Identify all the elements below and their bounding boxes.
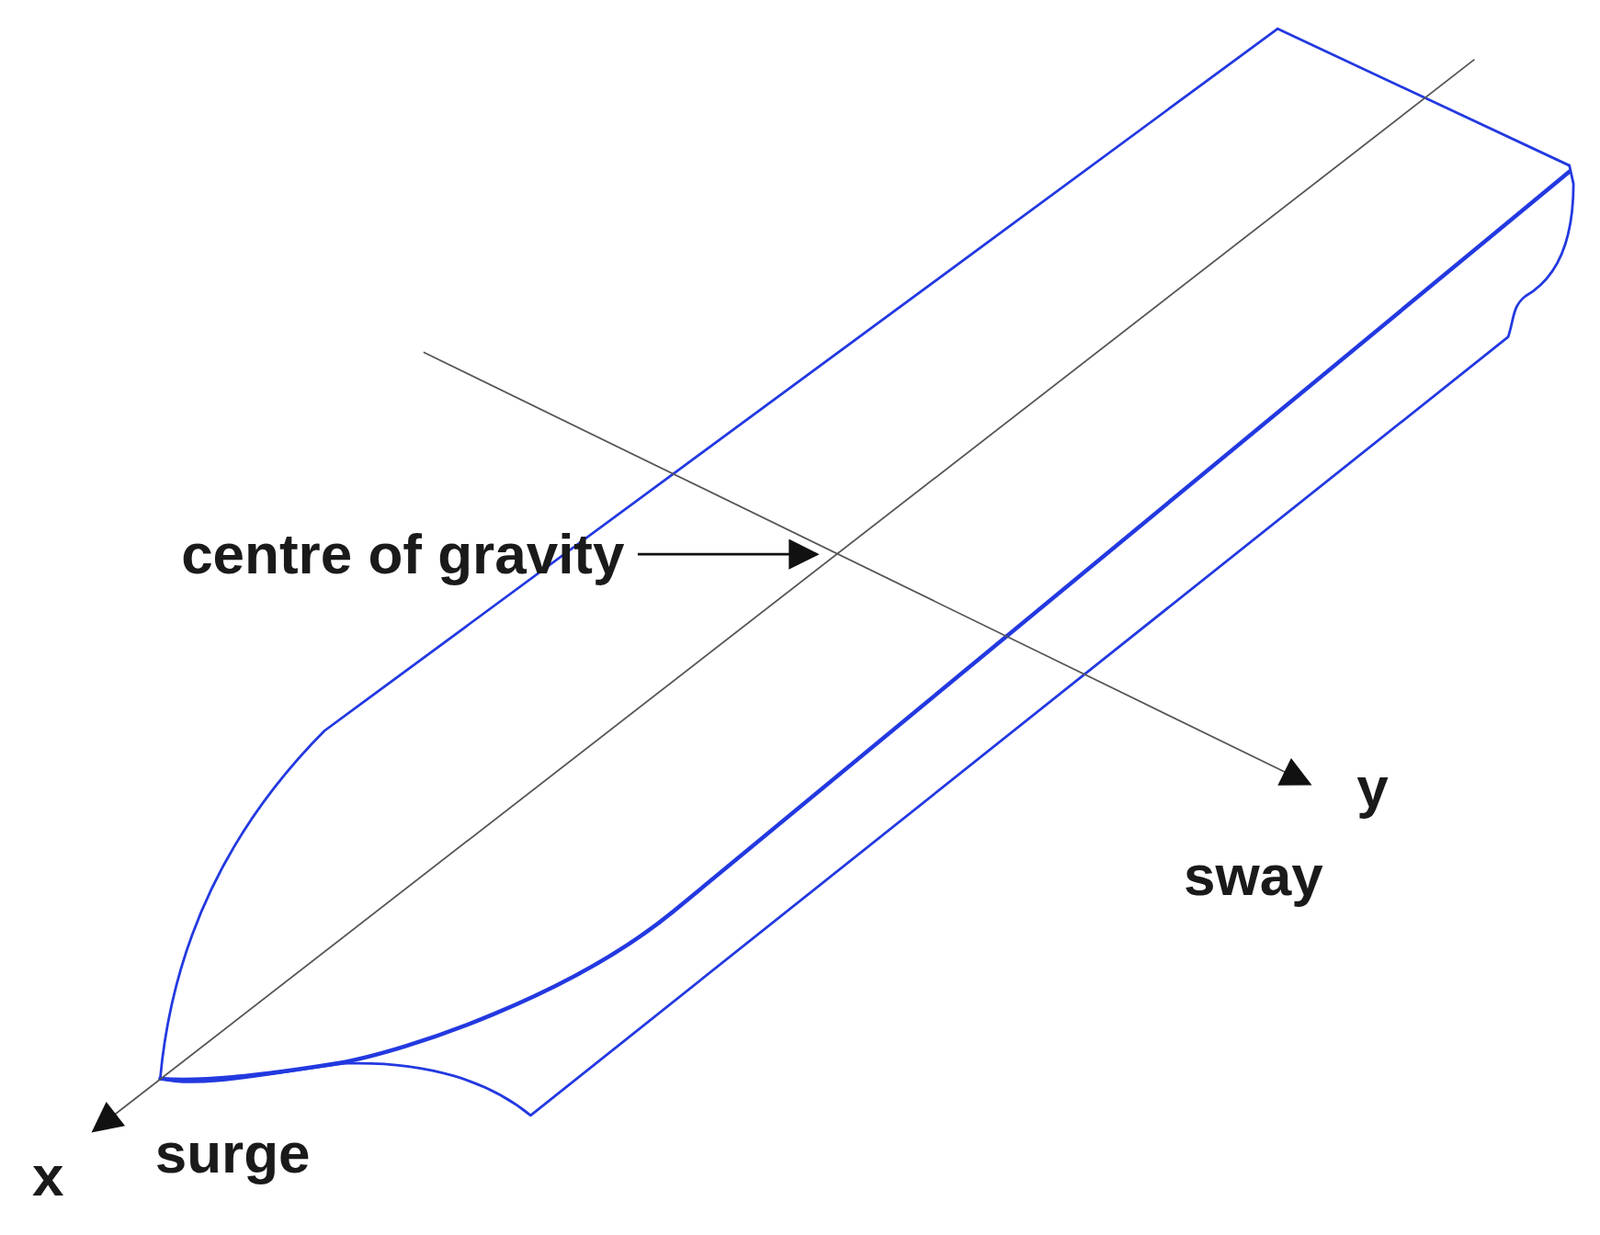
x-axis [93,59,1475,1132]
leader-arrow [637,553,817,557]
motion-label: surge [155,1124,311,1182]
stern-deck-edge [1277,28,1570,166]
motion-label: sway [1183,847,1324,905]
port-deck-edge [159,28,1278,1079]
pointer-label: centre of gravity [181,525,625,583]
axis-name: x [32,1147,64,1205]
axis-name: y [1356,759,1388,817]
hull-outline [159,28,1574,1116]
starboard-deck-edge [159,171,1569,1080]
hull-bottom [159,165,1574,1116]
